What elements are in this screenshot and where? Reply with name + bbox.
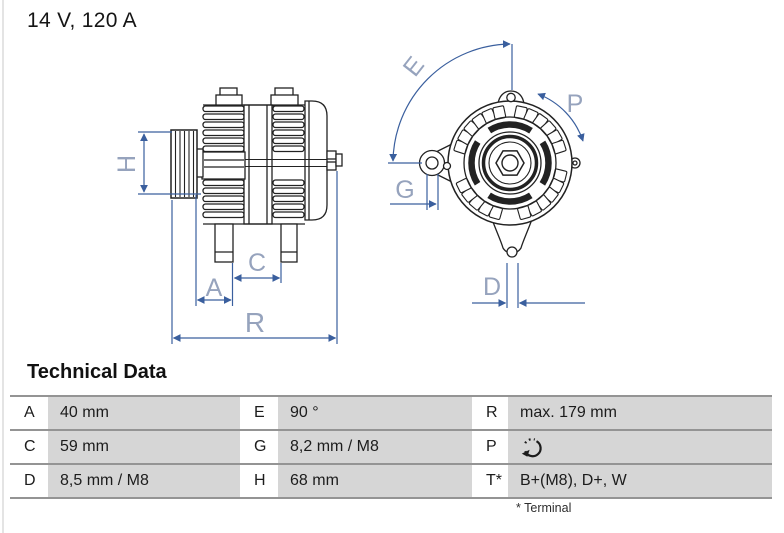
table-value: max. 179 mm — [508, 397, 772, 429]
front-view-drawing — [418, 90, 581, 258]
table-key: T* — [472, 465, 508, 497]
dim-label-C: C — [248, 249, 266, 277]
table-key: D — [10, 465, 48, 497]
table-value: 59 mm — [48, 431, 240, 463]
section-heading: Technical Data — [27, 361, 167, 383]
dim-label-D: D — [483, 273, 501, 301]
dim-label-P: P — [567, 90, 584, 118]
side-view-drawing — [170, 87, 343, 263]
table-key: R — [472, 397, 508, 429]
dim-label-A: A — [206, 274, 223, 302]
dim-label-G: G — [395, 176, 414, 204]
dimension-lines — [138, 40, 585, 344]
dim-label-E: E — [398, 51, 430, 81]
table-value: B+(M8), D+, W — [508, 465, 772, 497]
table-key: G — [240, 431, 278, 463]
dim-arc-E — [389, 40, 511, 162]
dim-label-H: H — [113, 155, 141, 173]
dim-arc-P — [537, 92, 585, 142]
table-value: 68 mm — [278, 465, 472, 497]
table-value: 8,5 mm / M8 — [48, 465, 240, 497]
page-title: 14 V, 120 A — [27, 9, 137, 32]
page-left-border — [2, 0, 4, 533]
table-value: 40 mm — [48, 397, 240, 429]
table-value — [508, 431, 772, 463]
table-row: A 40 mm E 90 ° R max. 179 mm — [10, 397, 772, 431]
table-key: E — [240, 397, 278, 429]
table-key: C — [10, 431, 48, 463]
rotation-clockwise-icon — [521, 438, 542, 458]
table-value: 90 ° — [278, 397, 472, 429]
alternator-technical-drawing: H A C R E G P D — [113, 40, 585, 344]
table-key: A — [10, 397, 48, 429]
table-row: C 59 mm G 8,2 mm / M8 P — [10, 431, 772, 465]
table-value: 8,2 mm / M8 — [278, 431, 472, 463]
terminal-footnote: * Terminal — [516, 501, 572, 515]
table-key: P — [472, 431, 508, 463]
table-row: D 8,5 mm / M8 H 68 mm T* B+(M8), D+, W — [10, 465, 772, 499]
table-key: H — [240, 465, 278, 497]
dim-label-R: R — [245, 307, 265, 338]
technical-data-table: A 40 mm E 90 ° R max. 179 mm C 59 mm G 8… — [10, 395, 772, 499]
